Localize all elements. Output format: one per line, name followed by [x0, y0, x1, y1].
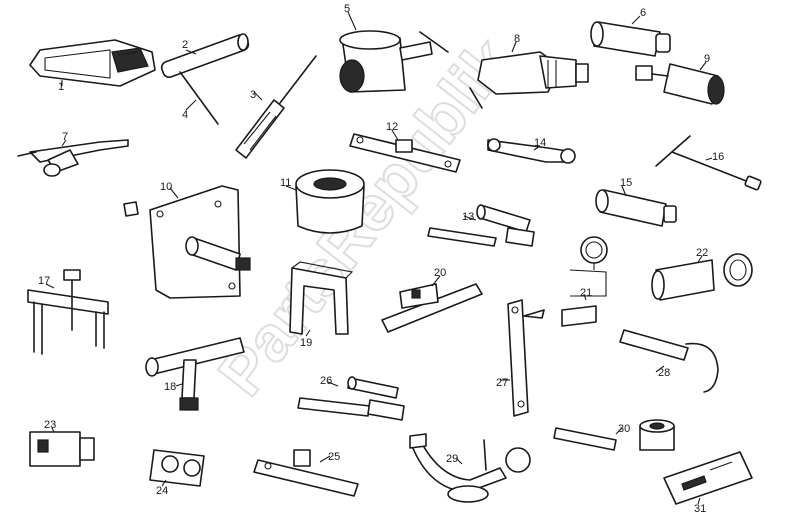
leader-lines — [45, 11, 713, 505]
part-1-tool-pouch — [29, 39, 156, 87]
part-number: 1 — [58, 81, 64, 93]
part-9-bolt-sleeve — [635, 63, 725, 105]
part-18-t-handle-socket — [145, 337, 245, 411]
part-numbers: 1 2 3 4 5 6 7 8 9 10 11 12 13 14 15 16 1… — [38, 3, 724, 515]
part-number: 2 — [182, 39, 188, 51]
part-number: 26 — [320, 375, 332, 387]
part-3-screwdriver — [235, 55, 317, 159]
part-28-hook-spanner — [619, 329, 719, 393]
part-number: 20 — [434, 267, 446, 279]
part-number: 25 — [328, 451, 340, 463]
part-number: 7 — [62, 131, 68, 143]
part-number: 10 — [160, 181, 172, 193]
part-17-puller-frame — [27, 269, 109, 355]
part-number: 23 — [44, 419, 56, 431]
part-7-pin-wrench — [17, 139, 129, 177]
part-6-sleeve — [590, 21, 671, 57]
part-number: 12 — [386, 121, 398, 133]
part-number: 16 — [712, 151, 724, 163]
part-number: 22 — [696, 247, 708, 259]
part-24-holder — [149, 449, 205, 487]
part-25-flat-bar — [253, 449, 359, 497]
part-number: 19 — [300, 337, 312, 349]
part-number: 3 — [250, 89, 256, 101]
part-number: 21 — [580, 287, 592, 299]
part-31-manual — [663, 451, 753, 505]
part-14-hook-wrench — [487, 138, 576, 164]
part-number: 4 — [182, 109, 188, 121]
part-12-holder-bar — [349, 133, 461, 173]
part-26-pins — [297, 376, 405, 421]
part-number: 13 — [462, 211, 474, 223]
part-number: 11 — [280, 177, 291, 189]
part-number: 5 — [344, 3, 350, 15]
part-27-long-plate — [507, 299, 545, 417]
part-number: 30 — [618, 423, 630, 435]
part-30-pin-nut — [553, 419, 675, 451]
part-number: 18 — [164, 381, 176, 393]
part-20-fork-tool — [381, 283, 483, 333]
part-number: 31 — [694, 503, 706, 515]
part-11-bushing — [295, 169, 365, 234]
part-8-puller — [469, 51, 589, 109]
part-number: 9 — [704, 53, 710, 65]
part-23-socket — [29, 431, 95, 467]
part-number: 17 — [38, 275, 50, 287]
part-number: 8 — [514, 33, 520, 45]
part-number: 29 — [446, 453, 458, 465]
part-13-pins — [427, 204, 535, 247]
part-29-clamp-assembly — [409, 433, 531, 503]
part-5-extractor — [339, 30, 449, 93]
part-22-sleeve-ring — [651, 253, 753, 301]
part-number: 15 — [620, 177, 632, 189]
part-2-box-wrench — [160, 33, 250, 125]
part-19-bracket — [289, 261, 354, 335]
part-number: 27 — [496, 377, 508, 389]
part-number: 24 — [156, 485, 168, 497]
part-number: 6 — [640, 7, 646, 19]
part-number: 14 — [534, 137, 546, 149]
part-10-plate-fixture — [123, 185, 251, 299]
part-15-cylinder — [595, 189, 677, 227]
part-21-dial-gauge — [561, 236, 608, 327]
part-16-t-wrench — [655, 135, 762, 191]
part-number: 28 — [658, 367, 670, 379]
